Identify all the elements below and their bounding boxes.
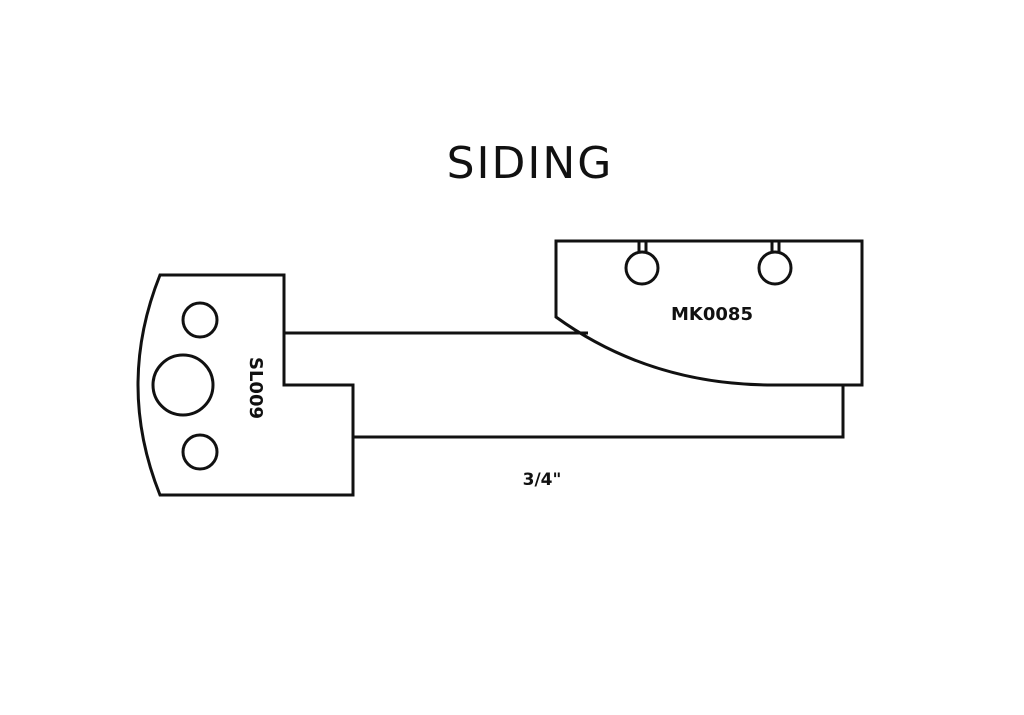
dimension-label: 3/4" (523, 470, 562, 490)
page-title: SIDING (446, 138, 614, 189)
left-knife-top-hole (181, 301, 219, 339)
left-knife-outline (136, 273, 355, 497)
workpiece-profile (284, 331, 845, 439)
left-knife-code-label: SL009 (245, 357, 266, 419)
right-knife-code-label: MK0085 (671, 304, 753, 325)
right-knife-left-slot (624, 241, 660, 286)
left-knife-center-hole (151, 353, 215, 417)
right-knife-outline (554, 239, 864, 387)
left-knife-bottom-hole (181, 433, 219, 471)
right-knife-right-slot (757, 241, 793, 286)
